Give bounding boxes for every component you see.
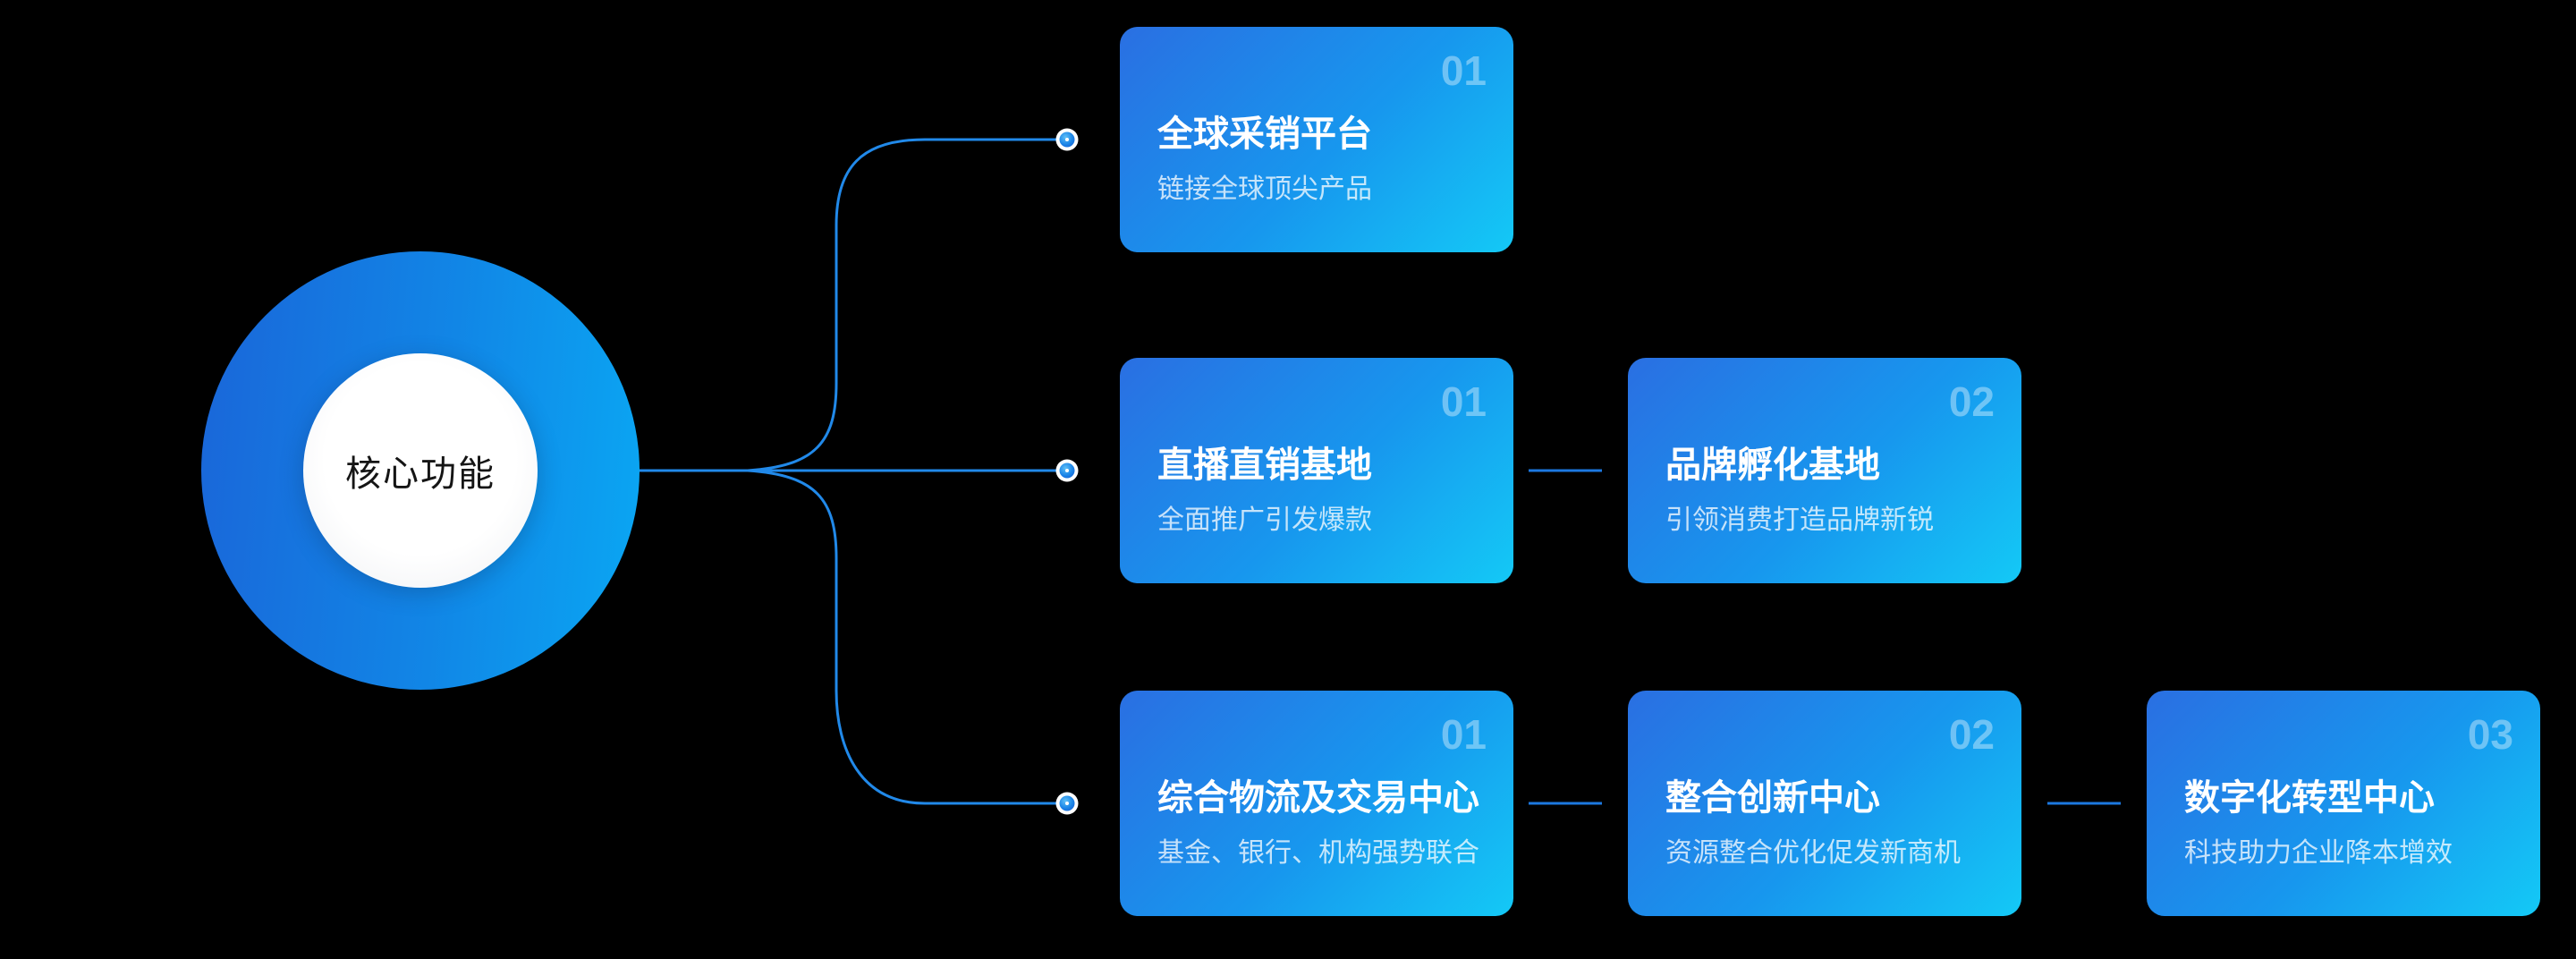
- card-number-badge: 01: [1440, 378, 1487, 425]
- card-global-procurement: 01 全球采销平台 链接全球顶尖产品: [1120, 27, 1513, 252]
- card-number-badge: 01: [1440, 711, 1487, 758]
- card-subtitle: 全面推广引发爆款: [1157, 505, 1372, 535]
- card-title: 综合物流及交易中心: [1157, 778, 1479, 818]
- card-subtitle: 引领消费打造品牌新锐: [1665, 505, 1934, 535]
- card-subtitle: 资源整合优化促发新商机: [1665, 838, 1961, 868]
- card-subtitle: 基金、银行、机构强势联合: [1157, 838, 1479, 868]
- core-node: 核心功能: [201, 251, 640, 690]
- card-subtitle: 链接全球顶尖产品: [1157, 174, 1372, 204]
- card-title: 全球采销平台: [1157, 115, 1372, 154]
- card-livestream-base: 01 直播直销基地 全面推广引发爆款: [1120, 358, 1513, 583]
- card-number-badge: 02: [1948, 378, 1995, 425]
- branch-node-dot-middle: [1055, 459, 1079, 482]
- card-number-badge: 03: [2467, 711, 2513, 758]
- core-node-inner-circle: 核心功能: [303, 353, 538, 588]
- card-title: 整合创新中心: [1665, 778, 1880, 818]
- card-title: 数字化转型中心: [2184, 778, 2435, 818]
- branch-node-dot-top: [1055, 128, 1079, 151]
- card-digital-transformation-center: 03 数字化转型中心 科技助力企业降本增效: [2147, 691, 2540, 916]
- card-logistics-trade-center: 01 综合物流及交易中心 基金、银行、机构强势联合: [1120, 691, 1513, 916]
- card-title: 品牌孵化基地: [1665, 446, 1880, 485]
- card-integration-innovation-center: 02 整合创新中心 资源整合优化促发新商机: [1628, 691, 2021, 916]
- card-number-badge: 01: [1440, 47, 1487, 94]
- branch-node-dot-bottom: [1055, 792, 1079, 815]
- card-title: 直播直销基地: [1157, 446, 1372, 485]
- card-brand-incubation: 02 品牌孵化基地 引领消费打造品牌新锐: [1628, 358, 2021, 583]
- card-number-badge: 02: [1948, 711, 1995, 758]
- core-node-label: 核心功能: [345, 454, 496, 494]
- card-subtitle: 科技助力企业降本增效: [2184, 838, 2453, 868]
